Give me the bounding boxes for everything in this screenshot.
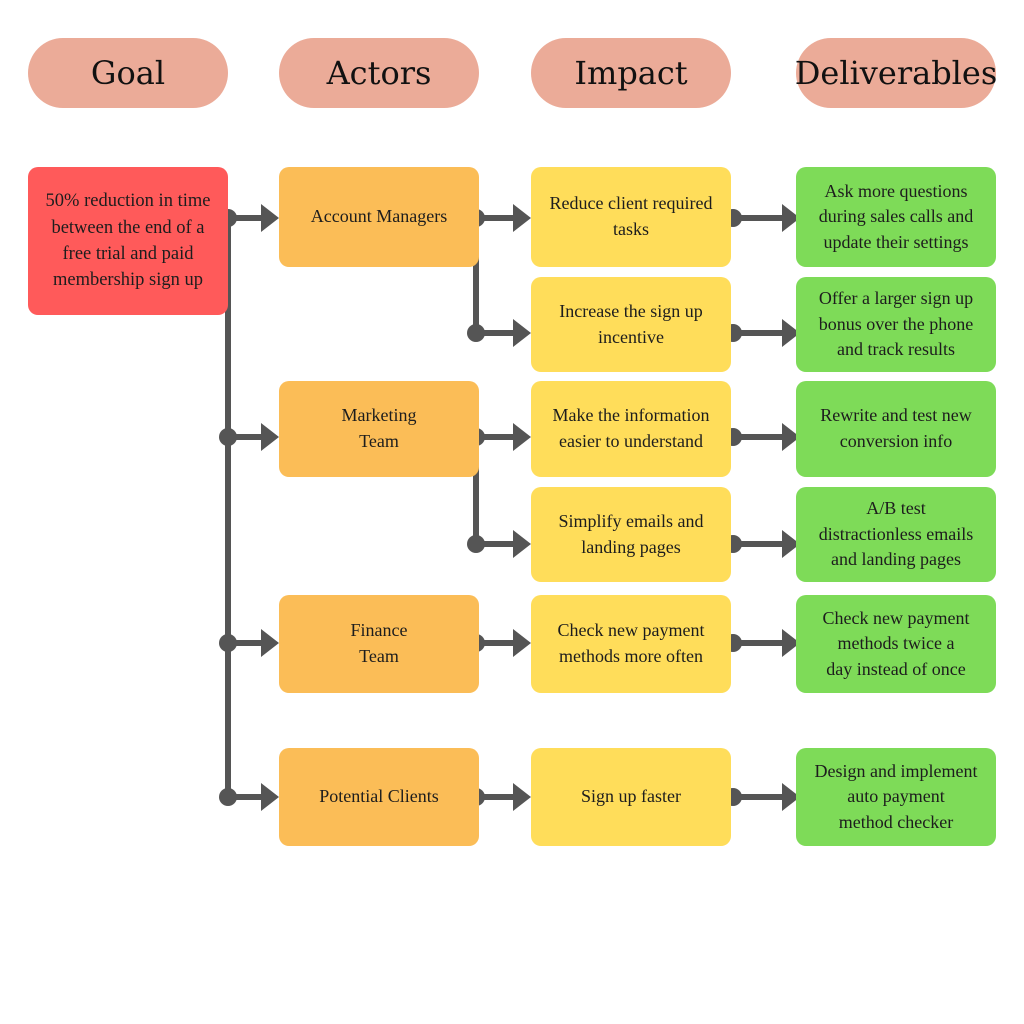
- deliverable-larger-bonus: Offer a larger sign up bonus over the ph…: [796, 277, 996, 372]
- impact-increase-incentive: Increase the sign up incentive: [531, 277, 731, 372]
- goal-to-actor-2-arrowhead: [261, 629, 279, 657]
- actor-finance-team: Finance Team: [279, 595, 479, 693]
- deliverable-check-twice: Check new payment methods twice a day in…: [796, 595, 996, 693]
- header-actors: Actors: [279, 38, 479, 108]
- actor-to-impact-4-arrowhead: [513, 629, 531, 657]
- actor-marketing-team: Marketing Team: [279, 381, 479, 477]
- deliverable-ask-questions: Ask more questions during sales calls an…: [796, 167, 996, 267]
- actor-to-impact-2-arrowhead: [513, 423, 531, 451]
- impact-to-deliverable-4-arrowhead: [782, 629, 800, 657]
- header-goal: Goal: [28, 38, 228, 108]
- header-impact: Impact: [531, 38, 731, 108]
- goal-box: 50% reduction in time between the end of…: [28, 167, 228, 315]
- impact-to-deliverable-5-arrowhead: [782, 783, 800, 811]
- actor-potential-clients: Potential Clients: [279, 748, 479, 846]
- impact-to-deliverable-0-arrowhead: [782, 204, 800, 232]
- goal-to-actor-1-arrowhead: [261, 423, 279, 451]
- impact-sign-up-faster: Sign up faster: [531, 748, 731, 846]
- deliverable-ab-test: A/B test distractionless emails and land…: [796, 487, 996, 582]
- actor-to-impact-1-arrowhead: [513, 319, 531, 347]
- goal-to-actor-3-arrowhead: [261, 783, 279, 811]
- actor-to-impact-0-arrowhead: [513, 204, 531, 232]
- header-deliverables: Deliverables: [795, 38, 997, 108]
- actor-to-impact-5-arrowhead: [513, 783, 531, 811]
- actor-account-managers: Account Managers: [279, 167, 479, 267]
- impact-to-deliverable-2-arrowhead: [782, 423, 800, 451]
- impact-easier-information: Make the information easier to understan…: [531, 381, 731, 477]
- impact-to-deliverable-3-arrowhead: [782, 530, 800, 558]
- impact-reduce-client-tasks: Reduce client required tasks: [531, 167, 731, 267]
- impact-simplify-emails: Simplify emails and landing pages: [531, 487, 731, 582]
- impact-to-deliverable-1-arrowhead: [782, 319, 800, 347]
- actor-to-impact-3-arrowhead: [513, 530, 531, 558]
- impact-check-payments: Check new payment methods more often: [531, 595, 731, 693]
- deliverable-rewrite-info: Rewrite and test new conversion info: [796, 381, 996, 477]
- deliverable-auto-checker: Design and implement auto payment method…: [796, 748, 996, 846]
- goal-to-actor-0-arrowhead: [261, 204, 279, 232]
